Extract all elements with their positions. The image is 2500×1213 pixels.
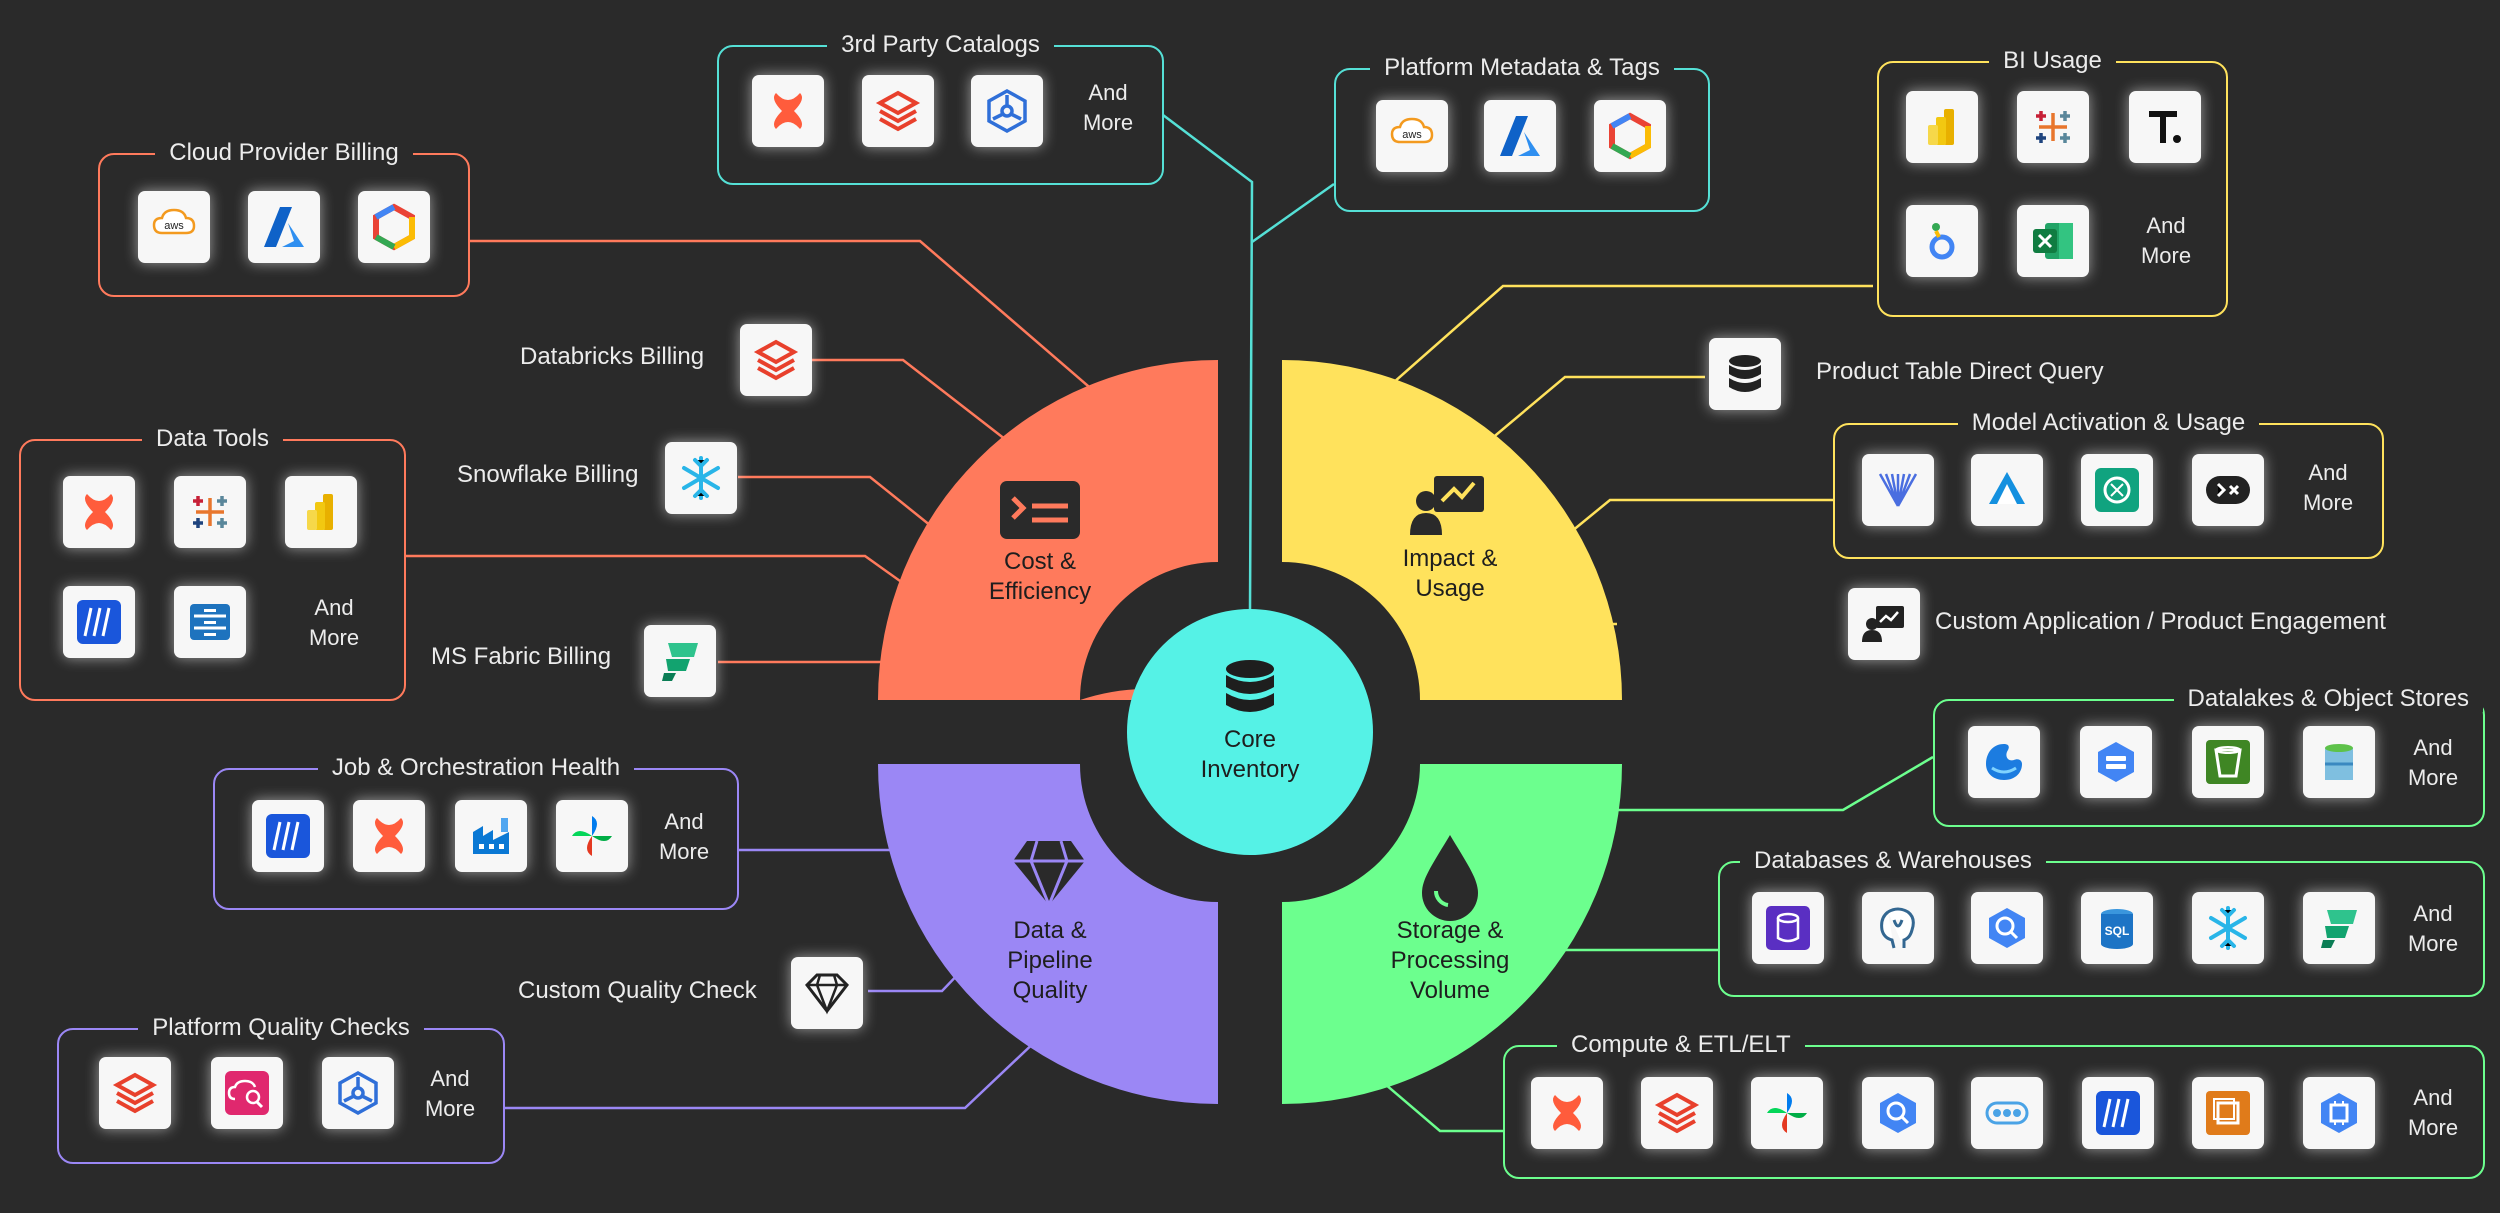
s3-bucket-icon (2192, 726, 2264, 798)
billing-icon (1000, 481, 1080, 539)
google-cloud-icon (1594, 100, 1666, 172)
diamond-icon (791, 957, 863, 1029)
core-inventory-label: Core Inventory (1200, 726, 1300, 783)
storage-processing-volume-label: Storage & Processing Volume (1390, 917, 1510, 1004)
databricks-icon (862, 75, 934, 147)
dagster-icon (353, 800, 425, 872)
azure-icon (248, 191, 320, 263)
connector-platform-quality (505, 1036, 1041, 1110)
stripes-icon (252, 800, 324, 872)
google-cloud-icon (358, 191, 430, 263)
snowflake-icon (2192, 892, 2264, 964)
more-text: And More (2407, 1085, 2459, 1140)
dagster-icon (63, 476, 135, 548)
cost-efficiency-label: Cost & Efficiency (988, 548, 1092, 605)
connector-catalogs (1162, 114, 1254, 611)
more-text: And More (658, 809, 710, 864)
product-table-label: Product Table Direct Query (1816, 358, 2104, 385)
connector-model (1565, 498, 1833, 537)
connector-databricks-billing (812, 358, 1011, 444)
aws-icon: aws (138, 191, 210, 263)
impact-usage-label: Impact & Usage (1402, 545, 1498, 602)
stripes-icon (63, 586, 135, 658)
power-bi-icon (285, 476, 357, 548)
presentation-icon (1848, 588, 1920, 660)
postgres-icon (1862, 892, 1934, 964)
connector-data-tools (406, 554, 908, 588)
presentation-icon (1410, 476, 1484, 535)
fabric-icon (2303, 892, 2375, 964)
ms-fabric-billing-label: MS Fabric Billing (431, 643, 612, 670)
openai-icon (2081, 454, 2153, 526)
excel-icon (2017, 205, 2089, 277)
svg-text:aws: aws (1402, 129, 1422, 141)
dataflow-icon (1971, 1077, 2043, 1149)
connector-bi (1384, 284, 1873, 391)
catalog-graph-icon (322, 1057, 394, 1129)
catalog-graph-icon (971, 75, 1043, 147)
diamond-icon (1013, 840, 1085, 909)
drop-icon (1422, 835, 1478, 921)
tableau-icon (174, 476, 246, 548)
server-icon (174, 586, 246, 658)
aws-icon: aws (1376, 100, 1448, 172)
looker-icon (1906, 205, 1978, 277)
databricks-billing-label: Databricks Billing (520, 343, 705, 370)
snowflake-icon (665, 442, 737, 514)
connector-datalakes (1617, 755, 1934, 812)
data-pipeline-quality-label: Data & Pipeline Quality (1007, 917, 1093, 1004)
more-text: And More (1082, 80, 1134, 135)
database-icon (1226, 660, 1274, 712)
stripes-icon (2082, 1077, 2154, 1149)
more-text: And More (308, 595, 360, 650)
connector-cloud-billing (470, 239, 1096, 393)
sql-icon: SQL (2081, 892, 2153, 964)
quadrant-impact (1282, 360, 1622, 700)
quadrant-quality (878, 764, 1218, 1104)
more-text: And More (2407, 901, 2459, 956)
azure-ml-icon (1971, 454, 2043, 526)
snowflake-billing-label: Snowflake Billing (457, 461, 639, 488)
cloud-search-icon (211, 1057, 283, 1129)
custom-quality-check-label: Custom Quality Check (518, 977, 757, 1004)
azure-icon (1484, 100, 1556, 172)
fabric-icon (644, 625, 716, 697)
bigquery-icon (1971, 892, 2043, 964)
svg-text:aws: aws (164, 220, 184, 232)
more-text: And More (2302, 460, 2354, 515)
tableau-icon (2017, 91, 2089, 163)
custom-application-label: Custom Application / Product Engagement (1935, 608, 2386, 635)
connector-product-table (1483, 375, 1705, 446)
databricks-icon (99, 1057, 171, 1129)
connector-compute (1377, 1077, 1503, 1133)
tools-icon (2192, 454, 2264, 526)
thoughtspot-icon (2129, 91, 2201, 163)
bigquery-icon (1862, 1077, 1934, 1149)
data-factory-icon (455, 800, 527, 872)
onelake-icon (1968, 726, 2040, 798)
more-text: And More (2140, 213, 2192, 268)
gcs-icon (2080, 726, 2152, 798)
more-text: And More (2407, 735, 2459, 790)
airflow-icon (556, 800, 628, 872)
airflow-icon (1751, 1077, 1823, 1149)
connector-metadata (1251, 182, 1335, 244)
svg-text:SQL: SQL (2105, 924, 2130, 938)
datalake-icon (2303, 726, 2375, 798)
connector-snowflake-billing (738, 475, 937, 531)
dagster-icon (1531, 1077, 1603, 1149)
ec2-icon (2192, 1077, 2264, 1149)
more-text: And More (424, 1066, 476, 1121)
databricks-icon (740, 324, 812, 396)
database-icon (1709, 338, 1781, 410)
dagster-icon (752, 75, 824, 147)
power-bi-icon (1906, 91, 1978, 163)
rds-icon (1752, 892, 1824, 964)
quadrant-storage (1282, 764, 1622, 1104)
compute-engine-icon (2303, 1077, 2375, 1149)
databricks-icon (1641, 1077, 1713, 1149)
fan-icon (1862, 454, 1934, 526)
core-circle (1127, 609, 1373, 855)
